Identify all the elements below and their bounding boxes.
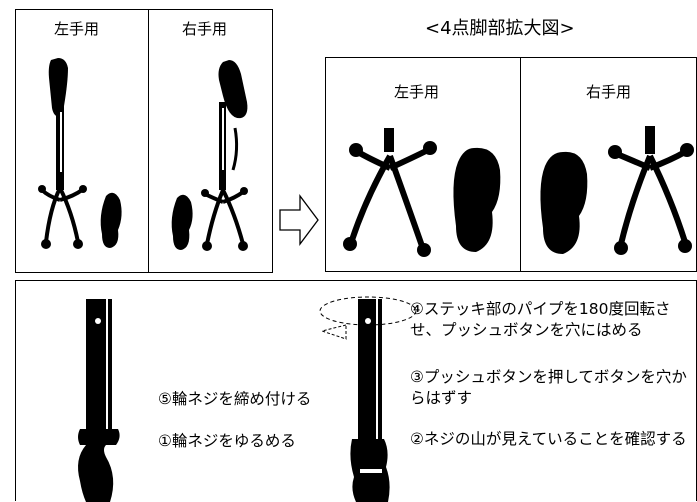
step2-text: ②ネジの山が見えていることを確認する xyxy=(410,430,687,448)
enlarged-view-title: <4点脚部拡大図> xyxy=(425,18,575,39)
left-hand-panel: 左手用 xyxy=(15,9,149,273)
right-hand-panel: 右手用 xyxy=(148,9,273,273)
right-hand-label: 右手用 xyxy=(182,20,228,38)
left-hand-cane-illustration xyxy=(38,58,122,249)
enlarged-left-hand-label: 左手用 xyxy=(394,83,440,101)
right-pipe-closeup-illustration xyxy=(319,296,417,502)
right-hand-cane-illustration xyxy=(171,60,248,251)
step5-text: ⑤輪ネジを締め付ける xyxy=(158,390,312,408)
enlarged-right-hand-base-illustration xyxy=(540,126,694,255)
right-arrow-icon xyxy=(279,194,319,246)
instructions-panel: ⑤輪ネジを締め付ける ①輪ネジをゆるめる ④ステッキ部のパイプを180度回転させ… xyxy=(15,280,697,502)
step1-text: ①輪ネジをゆるめる xyxy=(158,432,296,450)
enlarged-right-hand-label: 右手用 xyxy=(586,83,632,101)
left-pipe-closeup-illustration xyxy=(78,299,120,502)
step3-text: ③プッシュボタンを押してボタンを穴からはずす xyxy=(410,368,687,407)
enlarged-right-hand-panel: 右手用 xyxy=(520,57,697,272)
enlarged-left-hand-panel: 左手用 xyxy=(325,57,521,272)
left-hand-label: 左手用 xyxy=(54,20,100,38)
enlarged-left-hand-base-illustration xyxy=(343,128,501,257)
step4-text: ④ステッキ部のパイプを180度回転させ、プッシュボタンを穴にはめる xyxy=(410,300,671,339)
